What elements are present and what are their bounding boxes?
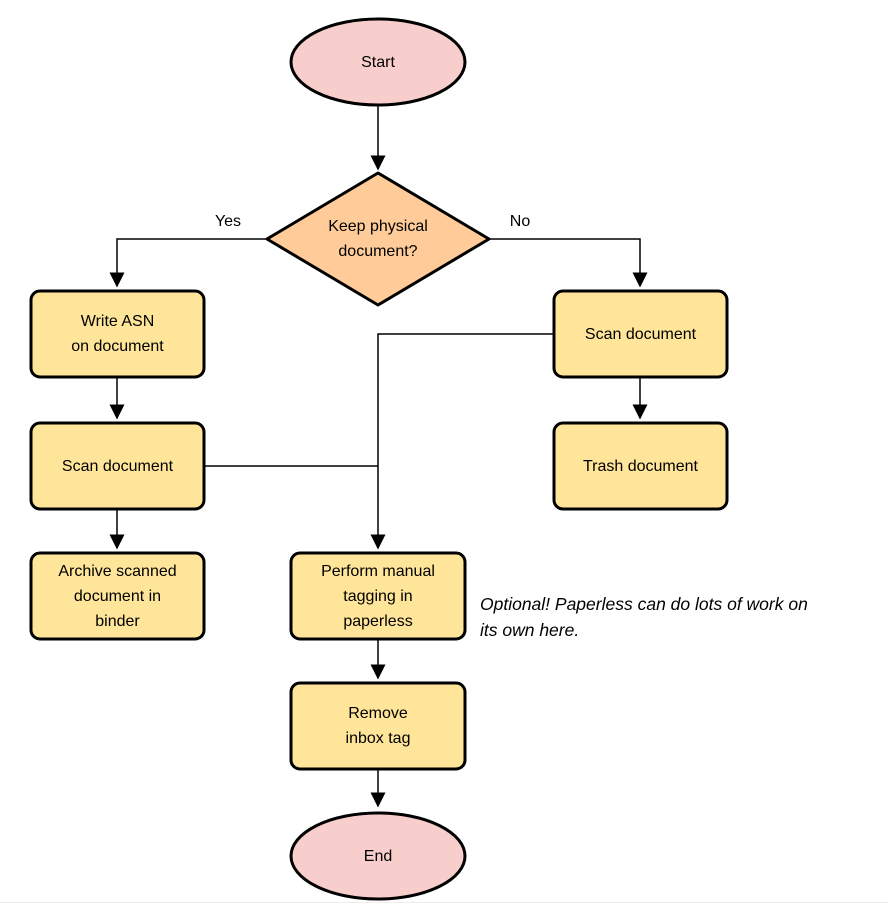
decision-node xyxy=(265,171,491,307)
trash-document-node xyxy=(552,421,729,511)
edge-decision-no xyxy=(489,238,648,288)
end-node xyxy=(289,811,467,901)
edge-no-label: No xyxy=(509,213,531,230)
scan-document-right-node xyxy=(552,289,729,379)
page-bottom-border xyxy=(0,902,888,903)
edge-scanright-to-tagging xyxy=(370,333,553,550)
edge-yes-label: Yes xyxy=(214,213,242,230)
start-node xyxy=(289,17,467,107)
manual-tagging-node xyxy=(289,551,467,641)
archive-node xyxy=(29,551,206,641)
edge-decision-yes xyxy=(109,238,267,288)
scan-document-left-node xyxy=(29,421,206,511)
optional-note: Optional! Paperless can do lots of work … xyxy=(480,594,808,640)
write-asn-node xyxy=(29,289,206,379)
remove-inbox-tag-node xyxy=(289,681,467,771)
